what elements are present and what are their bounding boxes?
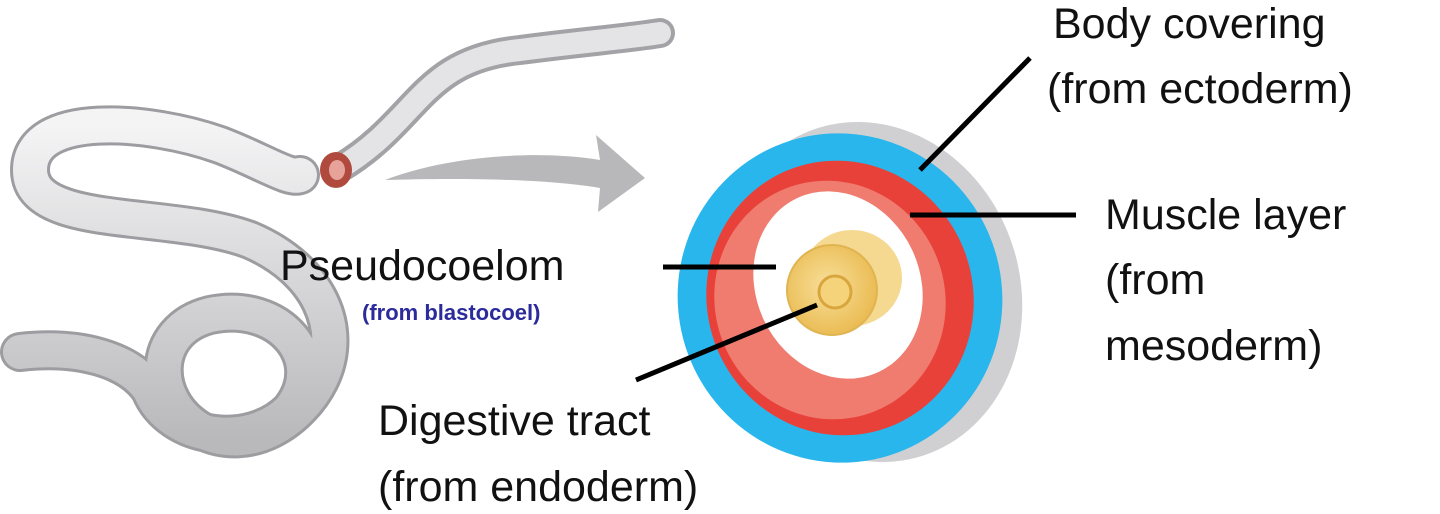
- worm-body: [0, 18, 675, 459]
- leader-lines: [635, 56, 1076, 383]
- label-muscle-layer: Muscle layer: [1105, 191, 1347, 239]
- label-pseudocoelom-origin: (from blastocoel): [362, 300, 541, 325]
- arrow-icon: [385, 135, 645, 212]
- cross-section: [677, 121, 1023, 463]
- label-body-covering-origin: (from ectoderm): [1047, 65, 1353, 113]
- label-digestive-tract: Digestive tract: [378, 397, 651, 445]
- label-muscle-layer-origin-2: mesoderm): [1105, 322, 1323, 370]
- label-muscle-layer-origin-1: (from: [1105, 256, 1206, 304]
- label-pseudocoelom: Pseudocoelom: [280, 242, 565, 290]
- label-digestive-tract-origin: (from endoderm): [378, 463, 699, 511]
- label-body-covering: Body covering: [1053, 0, 1326, 48]
